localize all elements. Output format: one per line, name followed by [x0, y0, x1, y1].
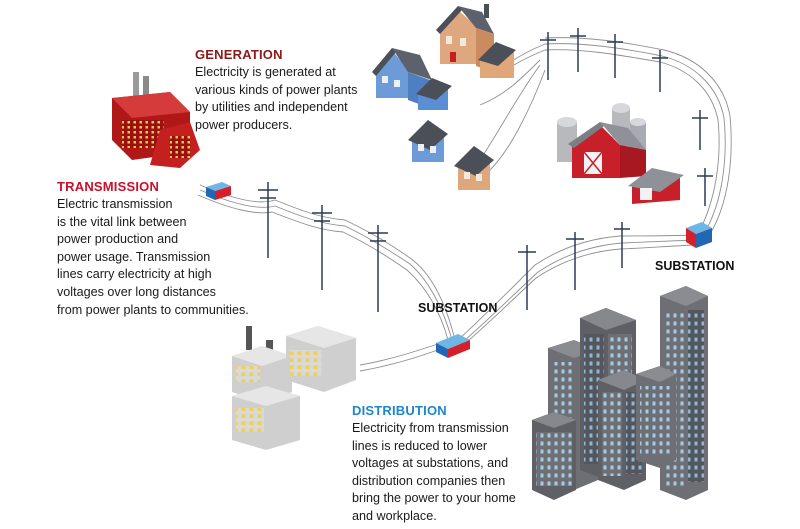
house-icon [408, 120, 448, 162]
office-tower-icon [532, 286, 708, 500]
distribution-heading: DISTRIBUTION [352, 403, 447, 418]
house-icon [436, 4, 516, 78]
barn-icon [628, 168, 684, 204]
transmission-description: Electric transmission is the vital link … [57, 197, 249, 317]
factory-icon [232, 326, 356, 450]
transformer-icon [206, 182, 231, 200]
substation-label-center: SUBSTATION [418, 301, 498, 315]
generation-description: Electricity is generated at various kind… [195, 65, 358, 132]
transmission-heading: TRANSMISSION [57, 179, 160, 194]
transmission-tower-icon [258, 28, 713, 312]
distribution-description: Electricity from transmission lines is r… [352, 421, 516, 523]
substation-label-right: SUBSTATION [655, 259, 735, 273]
substation-icon [436, 334, 470, 358]
power-lines [197, 37, 732, 372]
power-plant-icon [112, 72, 200, 168]
house-icon [372, 48, 452, 110]
house-icon [454, 146, 494, 190]
barn-icon [568, 122, 646, 178]
substation-icon [686, 222, 712, 248]
generation-heading: GENERATION [195, 47, 283, 62]
